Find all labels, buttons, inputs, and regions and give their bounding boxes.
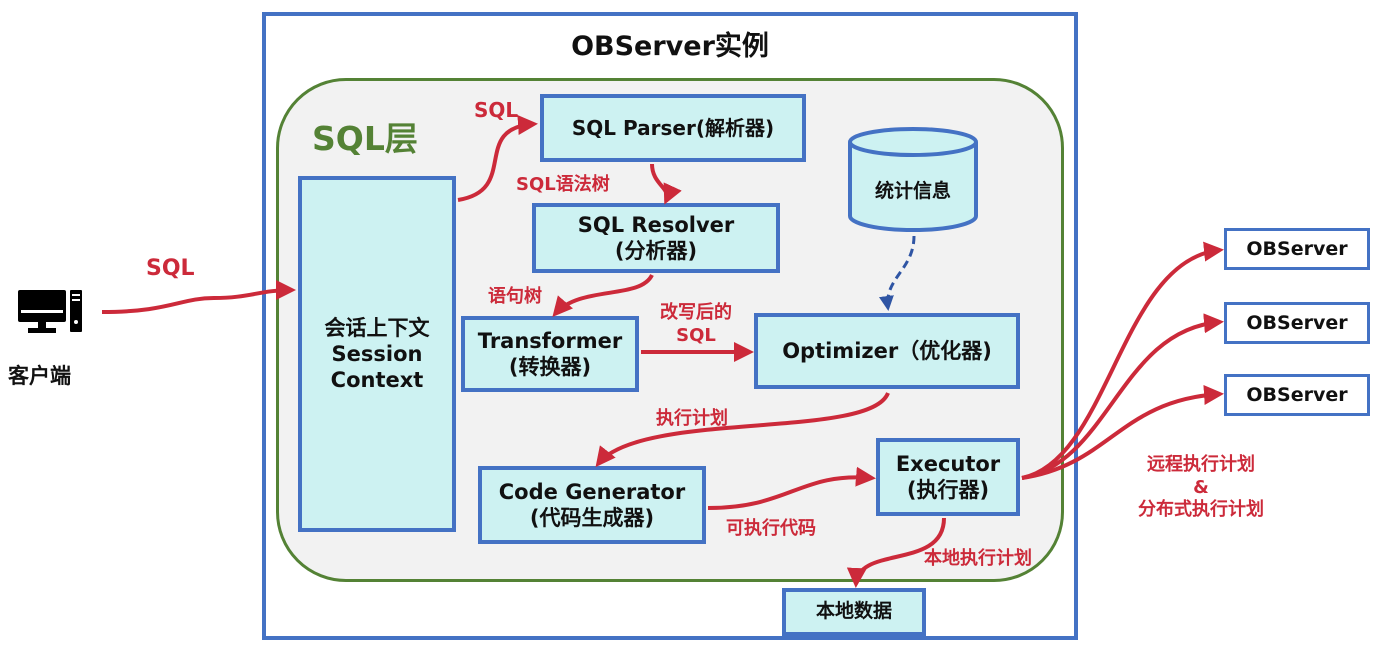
sql-parser-box: SQL Parser(解析器)	[540, 94, 806, 162]
computer-icon	[18, 290, 82, 333]
executor-box: Executor (执行器)	[876, 438, 1020, 516]
codegen-line1: Code Generator	[498, 479, 686, 504]
label-remote-plan: 远程执行计划 & 分布式执行计划	[1106, 454, 1296, 522]
label-parser-sql: SQL	[474, 98, 519, 122]
optimizer-box: Optimizer（优化器)	[754, 313, 1020, 389]
remote-line2: &	[1193, 476, 1209, 498]
statistics-db: 统计信息	[846, 126, 980, 234]
label-rewritten-sql: 改写后的 SQL	[646, 302, 746, 347]
sql-resolver-box: SQL Resolver (分析器)	[532, 203, 780, 273]
local-data-box: 本地数据	[782, 588, 926, 636]
session-line2: Session	[331, 341, 423, 366]
executor-line1: Executor	[895, 451, 1001, 476]
instance-title: OBServer实例	[571, 31, 769, 62]
label-client-sql: SQL	[146, 256, 195, 281]
label-statement-tree: 语句树	[488, 286, 542, 307]
code-generator-box: Code Generator (代码生成器)	[478, 466, 706, 544]
label-exec-plan: 执行计划	[656, 408, 728, 429]
rewritten-line2: SQL	[676, 324, 716, 346]
rewritten-line1: 改写后的	[660, 302, 732, 323]
stats-label: 统计信息	[874, 180, 951, 202]
sql-layer-title: SQL层	[312, 119, 418, 158]
remote-line1: 远程执行计划	[1147, 454, 1255, 475]
label-exec-code: 可执行代码	[726, 518, 816, 539]
codegen-line2: (代码生成器)	[529, 506, 655, 530]
remote-observer-3: OBServer	[1224, 374, 1370, 416]
remote-observer-1: OBServer	[1224, 228, 1370, 270]
session-context-box: 会话上下文 Session Context	[298, 176, 456, 532]
executor-line2: (执行器)	[906, 478, 990, 502]
transformer-line1: Transformer	[477, 328, 623, 353]
remote-observer-2: OBServer	[1224, 302, 1370, 344]
transformer-box: Transformer (转换器)	[461, 316, 639, 392]
label-syntax-tree: SQL语法树	[516, 174, 610, 195]
resolver-line2: (分析器)	[614, 239, 698, 263]
remote-line3: 分布式执行计划	[1138, 499, 1264, 520]
session-line1: 会话上下文	[324, 315, 430, 340]
label-local-plan: 本地执行计划	[924, 548, 1032, 569]
transformer-line2: (转换器)	[508, 355, 592, 379]
resolver-line1: SQL Resolver	[577, 212, 735, 237]
client-computer: 客户端	[8, 288, 84, 388]
optimizer-label: Optimizer（优化器)	[782, 338, 992, 363]
database-cylinder-icon	[848, 127, 978, 232]
parser-label: SQL Parser(解析器)	[571, 115, 775, 140]
session-line3: Context	[330, 368, 424, 393]
client-label: 客户端	[8, 364, 71, 388]
local-data-label: 本地数据	[815, 600, 892, 623]
